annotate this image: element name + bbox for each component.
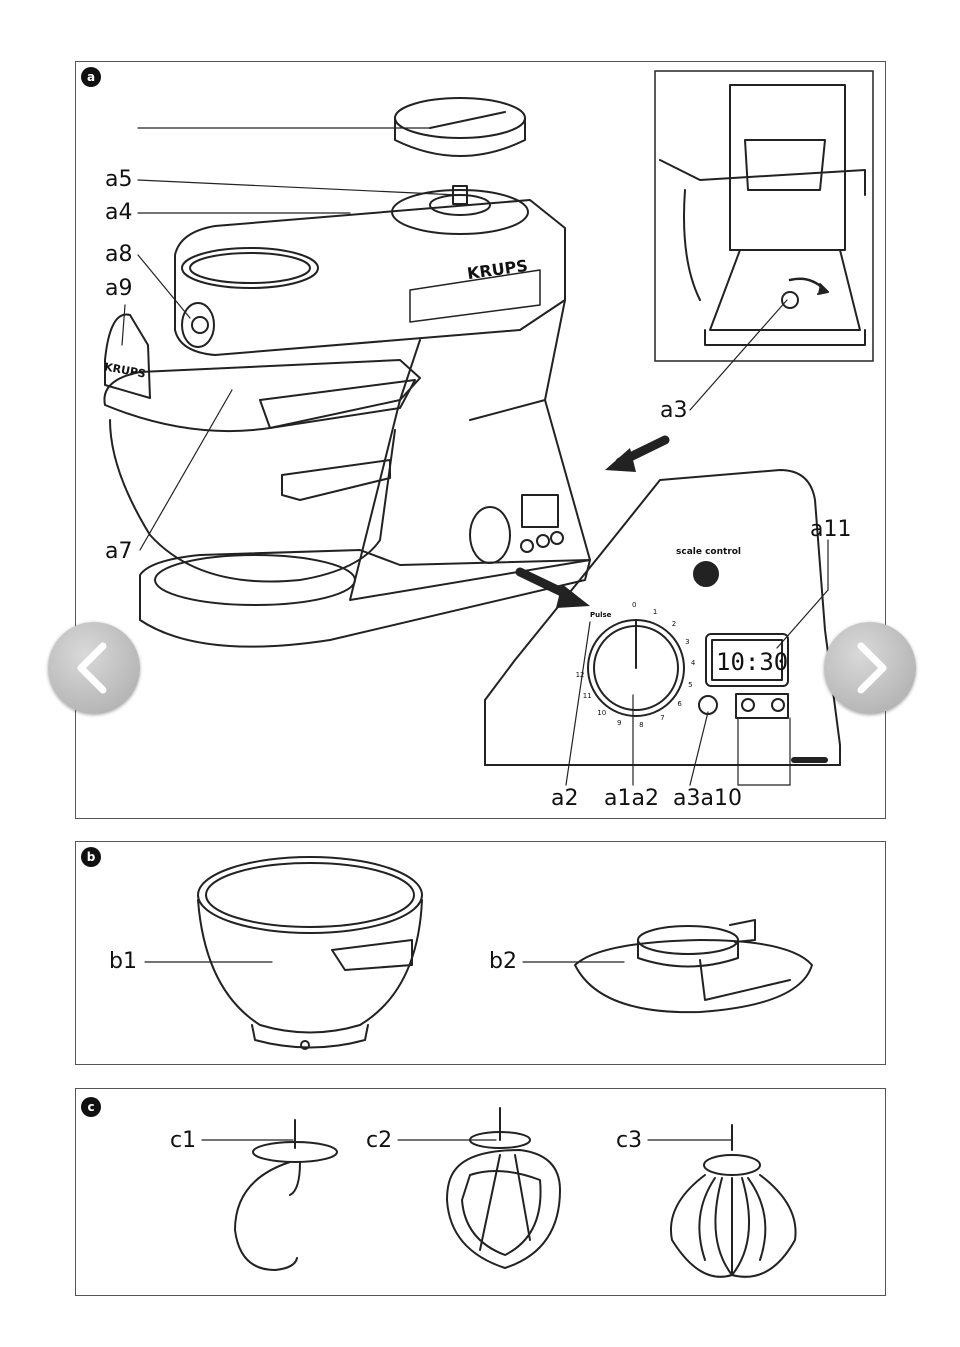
panel-b-badge: b xyxy=(81,847,101,867)
dial-number: 9 xyxy=(617,718,622,727)
dial-number: 10 xyxy=(597,708,607,717)
label-b2: b2 xyxy=(489,949,517,974)
label-a9: a9 xyxy=(105,276,133,301)
dial-number: 11 xyxy=(582,692,592,700)
next-button[interactable] xyxy=(824,622,916,714)
label-a2: a2 xyxy=(551,786,579,811)
inset-frame xyxy=(654,70,874,362)
label-c1: c1 xyxy=(170,1128,197,1153)
label-a3: a3 xyxy=(660,398,688,423)
label-a11: a11 xyxy=(810,517,852,542)
chevron-left-icon xyxy=(77,642,107,694)
bowl-drawing xyxy=(197,856,423,1050)
dial-number: 6 xyxy=(677,700,682,709)
stand-mixer-drawing xyxy=(103,97,591,648)
label-a3-a10: a3a10 xyxy=(673,786,742,811)
label-a8: a8 xyxy=(105,242,133,267)
dial-number: 1 xyxy=(652,608,658,617)
panel-c xyxy=(75,1088,886,1296)
dial-number: 12 xyxy=(575,671,585,680)
dial-number: 8 xyxy=(639,720,644,729)
label-a4: a4 xyxy=(105,200,133,225)
panel-c-badge: c xyxy=(81,1097,101,1117)
control-panel-drawing xyxy=(484,469,841,766)
whisk-drawing xyxy=(670,1124,797,1278)
previous-button[interactable] xyxy=(48,622,140,714)
dial-zero-label: 0 xyxy=(632,601,637,609)
panel-a xyxy=(75,61,886,819)
dial-number: 2 xyxy=(671,619,677,628)
dial-number: 3 xyxy=(685,637,690,646)
chevron-right-icon xyxy=(857,642,887,694)
inset-mixer-drawing xyxy=(659,84,866,346)
dough-hook-drawing xyxy=(234,1119,338,1271)
dial-number: 4 xyxy=(690,658,696,667)
label-b1: b1 xyxy=(109,949,137,974)
leader-lines xyxy=(121,127,829,1141)
flat-beater-drawing xyxy=(446,1107,561,1269)
dial-number: 5 xyxy=(688,680,693,689)
pulse-label: Pulse xyxy=(590,611,612,619)
display-time: 10:30 xyxy=(716,648,789,676)
label-a5: a5 xyxy=(105,167,133,192)
panel-a-badge: a xyxy=(81,67,101,87)
scale-control-label: scale control xyxy=(676,547,742,557)
splash-guard-drawing xyxy=(574,919,813,1014)
label-a1-a12: a1a2 xyxy=(604,786,659,811)
label-c3: c3 xyxy=(616,1128,643,1153)
label-c2: c2 xyxy=(366,1128,393,1153)
dial-number: 7 xyxy=(660,714,665,723)
label-a7: a7 xyxy=(105,539,133,564)
